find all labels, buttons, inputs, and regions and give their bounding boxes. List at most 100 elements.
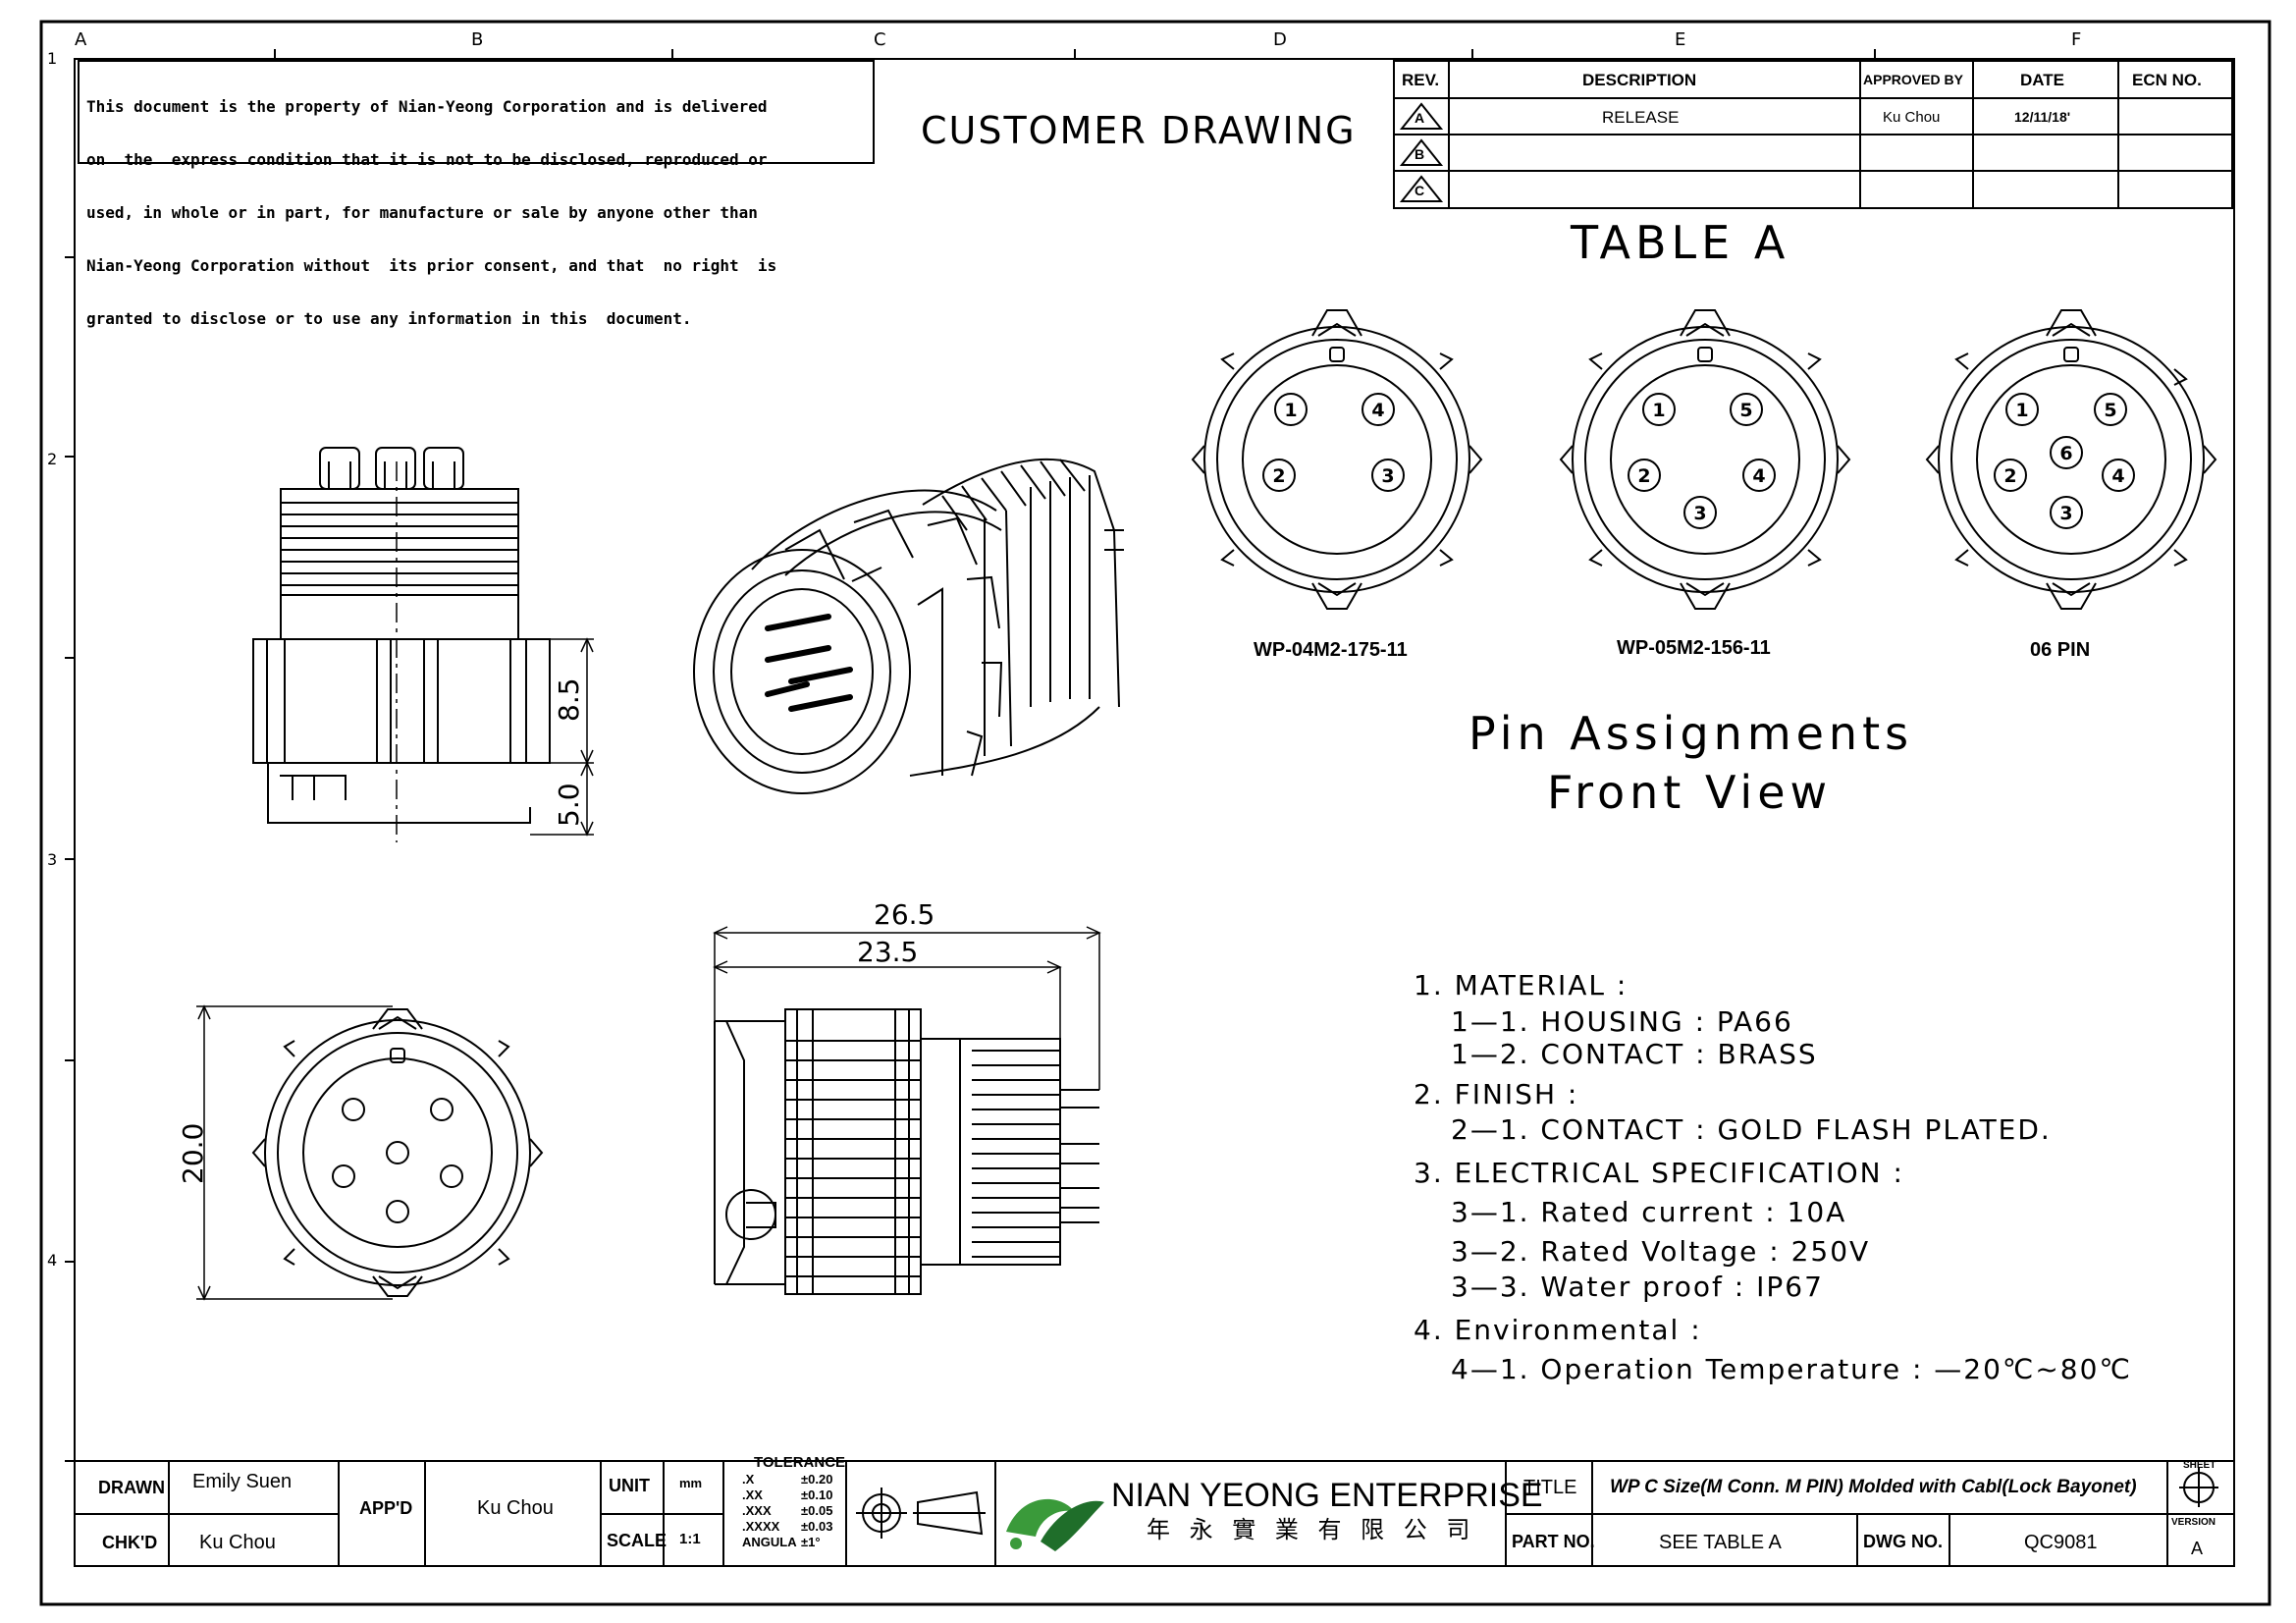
row-label: 4 bbox=[47, 1251, 58, 1270]
inner-border bbox=[74, 58, 2235, 1567]
pin-number: 2 bbox=[1637, 465, 1650, 487]
front-view-drawing bbox=[251, 1008, 544, 1297]
company-name: NIAN YEONG ENTERPRISE bbox=[1111, 1477, 1543, 1514]
spec-line: 2—1. CONTACT : GOLD FLASH PLATED. bbox=[1451, 1113, 2052, 1146]
frame-ticks bbox=[65, 49, 1876, 1462]
drawn-label: DRAWN bbox=[98, 1478, 165, 1497]
drawing-title: WP C Size(M Conn. M PIN) Molded with Cab… bbox=[1610, 1477, 2137, 1497]
disclaimer-line: granted to disclose or to use any inform… bbox=[86, 309, 692, 328]
rev-b-letter: B bbox=[1415, 146, 1425, 162]
pin-number: 2 bbox=[1272, 465, 1285, 487]
profile-view-drawing bbox=[714, 1008, 1099, 1295]
tolerance-label: TOLERANCE bbox=[754, 1454, 846, 1471]
company-name-chinese: 年 永 實 業 有 限 公 司 bbox=[1147, 1516, 1476, 1543]
dimension-5-0: 5.0 bbox=[553, 783, 585, 827]
rev-header-date: DATE bbox=[2020, 71, 2065, 89]
title-block-grid bbox=[75, 1460, 2234, 1566]
table-a-title: TABLE A bbox=[1571, 216, 1790, 269]
tolerance-value: ±0.20 bbox=[801, 1472, 833, 1487]
rev-c-letter: C bbox=[1415, 183, 1425, 198]
row-label: 2 bbox=[47, 450, 58, 468]
pin-view-label-1: WP-04M2-175-11 bbox=[1254, 639, 1408, 661]
dimension-26-5: 26.5 bbox=[874, 898, 935, 931]
rev-a-description: RELEASE bbox=[1602, 108, 1680, 127]
disclaimer-line: used, in whole or in part, for manufactu… bbox=[86, 203, 758, 222]
column-label: D bbox=[1273, 29, 1287, 50]
dimension-20-0: 20.0 bbox=[177, 1122, 209, 1184]
spec-line: 3—1. Rated current : 10A bbox=[1451, 1196, 1847, 1228]
sheet-symbol bbox=[2179, 1468, 2218, 1507]
tolerance-value: ±0.03 bbox=[801, 1519, 833, 1534]
disclaimer-line: on the express condition that it is not … bbox=[86, 150, 768, 169]
part-no-label: PART NO. bbox=[1512, 1532, 1595, 1551]
pin-face-1 bbox=[1191, 309, 1483, 610]
spec-line: 4—1. Operation Temperature : —20℃~80℃ bbox=[1451, 1353, 2132, 1385]
customer-drawing-heading: CUSTOMER DRAWING bbox=[921, 109, 1357, 152]
chkd-label: CHK'D bbox=[102, 1533, 158, 1552]
unit-label: UNIT bbox=[609, 1476, 650, 1495]
dimension-8-5: 8.5 bbox=[553, 677, 585, 722]
tolerance-value: ±0.10 bbox=[801, 1488, 833, 1502]
disclaimer-line: Nian-Yeong Corporation without its prior… bbox=[86, 256, 777, 275]
version-value: A bbox=[2191, 1539, 2204, 1558]
front-view-title: Front View bbox=[1547, 766, 1833, 819]
column-label: E bbox=[1675, 29, 1686, 50]
column-label: C bbox=[874, 29, 886, 50]
pin-number: 3 bbox=[2059, 503, 2072, 524]
dimension-lines-side bbox=[530, 637, 594, 837]
dwg-no-value: QC9081 bbox=[2024, 1532, 2098, 1553]
title-label: TITLE bbox=[1523, 1477, 1577, 1498]
company-logo bbox=[1006, 1498, 1104, 1551]
tolerance-key: ANGULA bbox=[742, 1535, 797, 1549]
pin-number: 2 bbox=[2003, 465, 2016, 487]
dwg-no-label: DWG NO. bbox=[1863, 1532, 1943, 1551]
dimension-lines-front bbox=[196, 1004, 393, 1301]
pin-view-label-3: 06 PIN bbox=[2030, 639, 2091, 661]
unit-value: mm bbox=[679, 1476, 703, 1490]
scale-label: SCALE bbox=[607, 1531, 667, 1550]
rev-a-date: 12/11/18' bbox=[2014, 109, 2071, 125]
pin-number: 1 bbox=[1284, 400, 1297, 421]
dimension-lines-profile bbox=[713, 926, 1101, 1090]
pin-number: 4 bbox=[1752, 465, 1765, 487]
spec-line: 3—2. Rated Voltage : 250V bbox=[1451, 1235, 1871, 1268]
spec-line: 1. MATERIAL : bbox=[1414, 969, 1629, 1001]
spec-line: 1—2. CONTACT : BRASS bbox=[1451, 1038, 1818, 1070]
appd-label: APP'D bbox=[359, 1498, 413, 1518]
tolerance-value: ±0.05 bbox=[801, 1503, 833, 1518]
disclaimer-text: This document is the property of Nian-Ye… bbox=[86, 63, 776, 346]
rev-header-approved: APPROVED BY bbox=[1863, 72, 1963, 87]
pin-face-3 bbox=[1925, 309, 2217, 610]
drawn-value: Emily Suen bbox=[192, 1471, 293, 1492]
part-no-value: SEE TABLE A bbox=[1659, 1532, 1782, 1553]
appd-value: Ku Chou bbox=[477, 1497, 554, 1519]
revision-table-grid bbox=[1393, 60, 2233, 209]
disclaimer-line: This document is the property of Nian-Ye… bbox=[86, 97, 768, 116]
pin-number: 1 bbox=[1652, 400, 1665, 421]
column-label: B bbox=[471, 29, 484, 50]
pin-number: 6 bbox=[2059, 443, 2072, 464]
isometric-view-drawing bbox=[693, 458, 1124, 794]
pin-number: 5 bbox=[1739, 400, 1752, 421]
side-view-drawing bbox=[252, 447, 551, 842]
tolerance-value: ±1° bbox=[801, 1535, 821, 1549]
pin-assignments-title: Pin Assignments bbox=[1468, 707, 1914, 760]
column-label: F bbox=[2071, 29, 2082, 50]
row-label: 1 bbox=[47, 49, 58, 68]
version-label: VERSION bbox=[2171, 1517, 2216, 1528]
pin-number: 3 bbox=[1381, 465, 1394, 487]
projection-symbol bbox=[856, 1488, 986, 1539]
pin-number: 4 bbox=[2111, 465, 2124, 487]
sheet-label: SHEET bbox=[2183, 1460, 2216, 1471]
spec-line: 2. FINISH : bbox=[1414, 1078, 1579, 1110]
spec-line: 3. ELECTRICAL SPECIFICATION : bbox=[1414, 1157, 1904, 1189]
pin-view-label-2: WP-05M2-156-11 bbox=[1617, 637, 1771, 659]
pin-number: 5 bbox=[2104, 400, 2116, 421]
tolerance-key: .XXXX bbox=[742, 1519, 780, 1534]
tolerance-key: .XX bbox=[742, 1488, 763, 1502]
rev-header-description: DESCRIPTION bbox=[1582, 71, 1697, 89]
rev-a-letter: A bbox=[1415, 110, 1425, 126]
